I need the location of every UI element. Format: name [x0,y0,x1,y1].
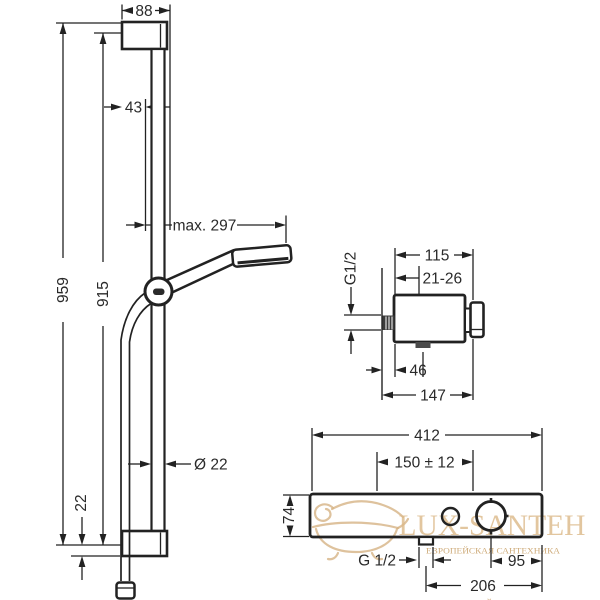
dim-bracket-width-label: 88 [135,3,152,20]
dim-total-depth-label: 147 [420,388,446,405]
shower-hose [120,292,146,581]
dim-holder-offset-label: 43 [125,100,142,117]
watermark-flourish-icon [313,503,335,522]
thread-size-side-label: G1/2 [343,252,360,286]
dim-reach-label: max. 297 [173,218,237,235]
hose-connector [115,581,136,600]
dim-total-height-label: 959 [55,277,72,303]
dim-outlet-span-label: 206 [470,578,496,595]
watermark-bathtub-icon [314,527,399,554]
dim-bar-height-label: 915 [95,281,112,307]
small-knob-circle [440,506,461,527]
valve-body-side [392,293,467,344]
hand-shower-head [230,243,293,268]
wall-bracket-top [120,20,169,51]
bottom-outlet-front [417,535,435,546]
watermark: LUX-SANTEH ЕВРОПЕЙСКАЯ САНТЕХНИКА ЕВРОПЕ… [311,500,596,600]
dim-handle-offset-label: 95 [508,553,525,570]
arrowhead [122,7,133,14]
shower-rail-drawing: 88 959 915 22 43 max. 297 [55,3,293,600]
union-nut [469,301,485,339]
hand-shower-handle [166,248,235,282]
bottom-outlet-side [415,342,431,348]
dim-wall-clearance-label: 21-26 [423,271,463,288]
dim-bottom-gap-label: 22 [73,494,90,511]
valve-front-view-drawing: 412 150 ± 12 74 G 1/2 95 [281,428,544,595]
dim-body-height-label: 74 [281,507,298,525]
dim-outlet-offset-label: 46 [410,363,427,380]
dim-depth-label: 115 [425,248,450,265]
arrowhead [159,7,170,14]
valve-side-view-drawing: 115 21-26 G1/2 46 147 [343,248,485,405]
watermark-edge-text: ЕВРОПЕЙСКАЯ САНТЕХНИКА [445,598,596,600]
thread-size-front-label: G 1/2 [358,553,396,570]
watermark-subtitle: ЕВРОПЕЙСКАЯ САНТЕХНИКА [426,546,561,556]
dim-inlet-spacing-label: 150 ± 12 [394,455,454,472]
holder-button-icon [153,288,165,295]
dim-bar-diameter-label: Ø 22 [194,457,228,474]
dim-total-width-label: 412 [414,428,440,445]
